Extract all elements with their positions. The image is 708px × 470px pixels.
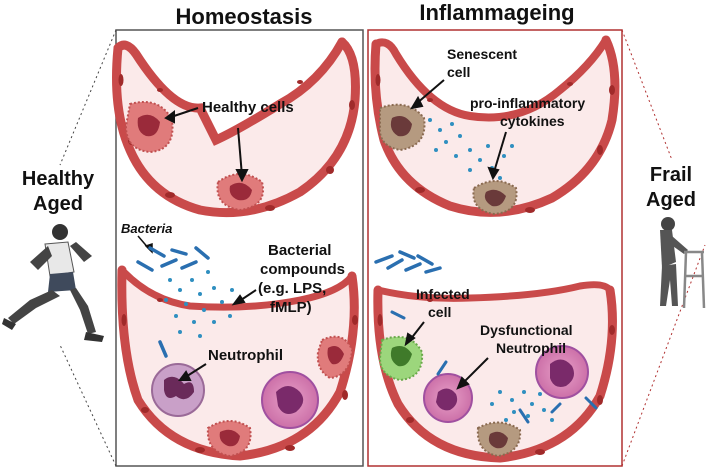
inflammageing-panel bbox=[367, 29, 623, 467]
dysfunctional-label-line2: Neutrophil bbox=[496, 340, 566, 356]
running-person-icon bbox=[2, 224, 104, 342]
cytokines-label-line2: cytokines bbox=[500, 113, 565, 129]
vessel-inflammageing-bottom bbox=[373, 281, 617, 463]
neutrophil-arrow bbox=[178, 363, 207, 381]
healthy-cells-label: Healthy cells bbox=[202, 99, 294, 116]
svg-text:Bacterial: Bacterial bbox=[268, 242, 331, 259]
neutrophil-cell bbox=[151, 363, 205, 417]
right-dashed-lines bbox=[621, 29, 706, 467]
senescent-arrow bbox=[409, 79, 445, 110]
frail-label-line2: Aged bbox=[646, 189, 696, 211]
frail-label-line1: Frail bbox=[650, 164, 692, 186]
neutrophil-label: Neutrophil bbox=[208, 347, 283, 364]
infected-cell bbox=[378, 336, 424, 382]
svg-text:(e.g. LPS,: (e.g. LPS, bbox=[258, 280, 326, 297]
dysfunctional-arrow bbox=[456, 357, 489, 390]
neutrophil-cell-2 bbox=[261, 371, 319, 429]
left-dashed-lines bbox=[59, 29, 117, 467]
elderly-walker-icon bbox=[660, 217, 706, 309]
healthy-cell-upper bbox=[124, 101, 174, 154]
vessel-homeostasis-top bbox=[112, 37, 360, 218]
bacterial-compounds-arrow bbox=[231, 289, 257, 306]
infected-label-line1: Infected bbox=[416, 286, 470, 302]
healthy-label-line1: Healthy bbox=[22, 168, 95, 190]
infected-label-line2: cell bbox=[428, 304, 451, 320]
dysfunctional-label-line1: Dysfunctional bbox=[480, 322, 573, 338]
healthy-cells-arrows bbox=[164, 107, 249, 183]
healthy-label-line2: Aged bbox=[33, 193, 83, 215]
inflammageing-title: Inflammageing bbox=[419, 0, 574, 25]
bacteria-in-vessel bbox=[390, 310, 598, 424]
bacterial-compound-dots bbox=[164, 270, 234, 338]
cytokines-arrow bbox=[487, 131, 507, 181]
healthy-cell-lower bbox=[216, 173, 264, 212]
bacterial-compounds-text: Bacterial compounds (e.g. LPS, fMLP) bbox=[258, 242, 345, 316]
senescent-cell bbox=[378, 103, 426, 152]
bacteria-cluster-left bbox=[136, 246, 210, 358]
infected-arrow bbox=[404, 321, 425, 347]
bacteria-cluster-right bbox=[374, 250, 442, 274]
healthy-cell-bottom-wall bbox=[206, 420, 252, 458]
vessel-inflammageing-top bbox=[370, 35, 620, 217]
cytokines-label-line1: pro-inflammatory bbox=[470, 95, 585, 111]
senescent-cell-bottom-wall bbox=[476, 421, 522, 458]
senescent-label-line2: cell bbox=[447, 64, 470, 80]
inflammation-dots bbox=[490, 390, 554, 422]
homeostasis-title: Homeostasis bbox=[176, 4, 313, 29]
svg-text:compounds: compounds bbox=[260, 261, 345, 278]
senescent-cell-lower bbox=[472, 180, 518, 216]
senescent-label-line1: Senescent bbox=[447, 46, 517, 62]
bacteria-label: Bacteria bbox=[121, 221, 172, 236]
homeostasis-panel bbox=[115, 29, 364, 467]
neutrophil-cell-right bbox=[535, 345, 589, 399]
vessel-homeostasis-bottom bbox=[117, 265, 359, 461]
healthy-cell-right-wall bbox=[316, 335, 354, 380]
svg-text:fMLP): fMLP) bbox=[270, 299, 312, 316]
